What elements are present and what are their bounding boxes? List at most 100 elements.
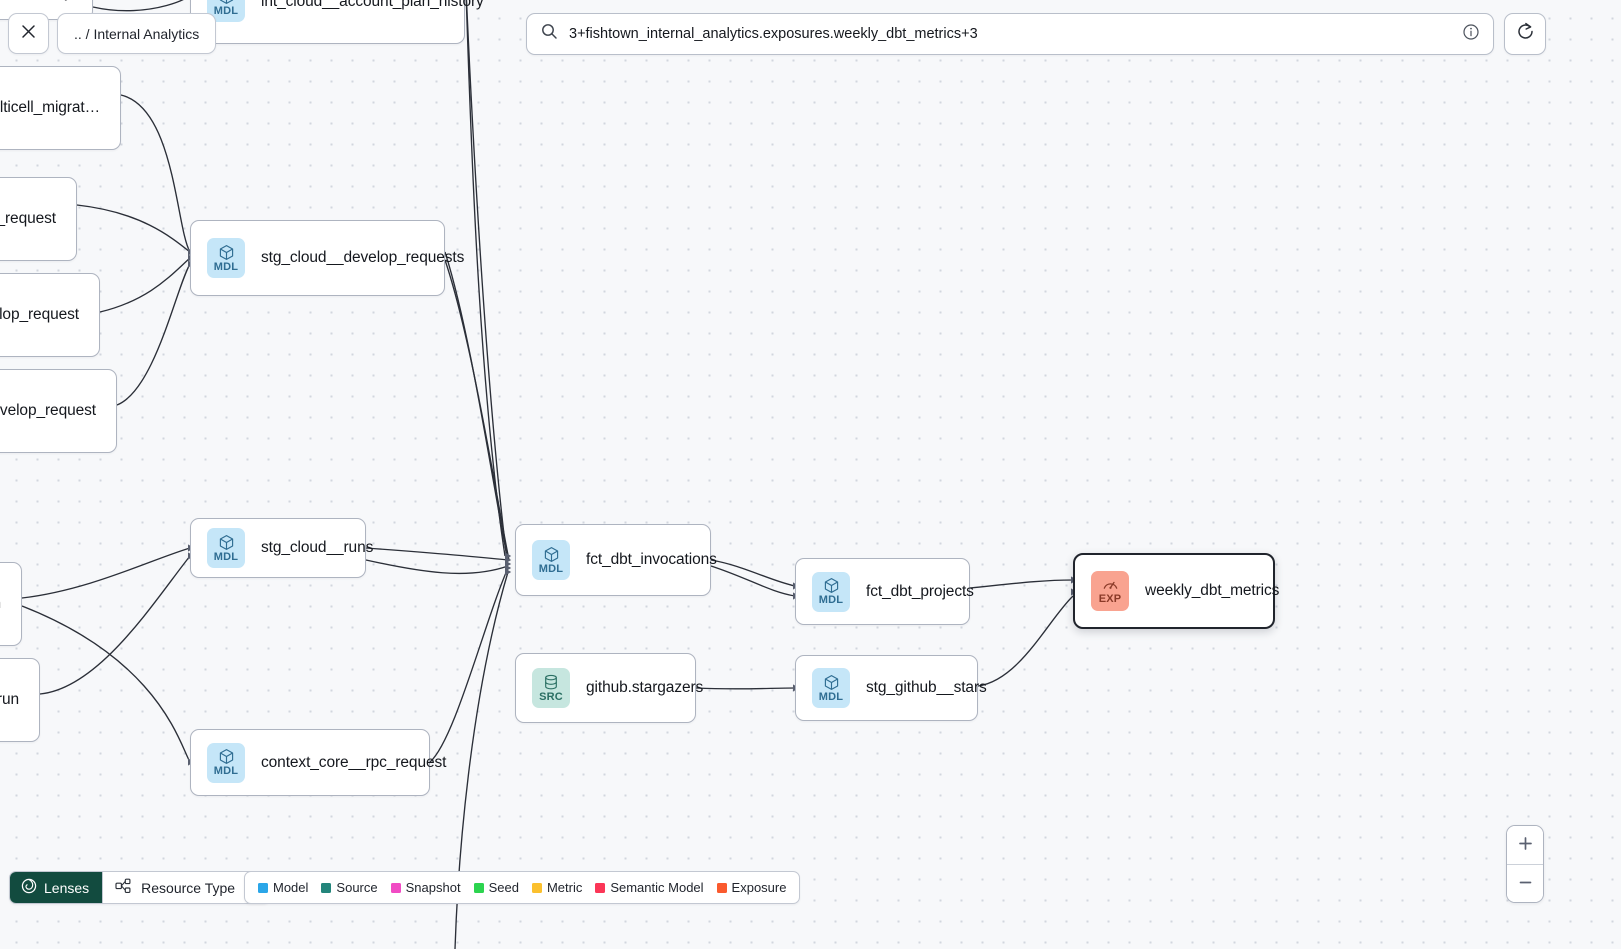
legend-item[interactable]: Seed	[473, 880, 519, 895]
plus-icon	[1518, 836, 1533, 854]
info-icon[interactable]	[1462, 23, 1480, 46]
lineage-edge	[444, 259, 510, 561]
legend-label: Semantic Model	[610, 880, 704, 895]
lens-spiral-icon	[21, 878, 37, 897]
legend-label: Exposure	[731, 880, 787, 895]
node-label: fct_dbt_projects	[866, 582, 974, 600]
cube-icon	[218, 748, 235, 765]
legend-swatch	[531, 882, 542, 893]
node-label: stg_cloud__develop_requests	[261, 249, 465, 266]
zoom-in-button[interactable]	[1507, 826, 1543, 864]
legend-swatch	[716, 882, 727, 893]
lineage-node[interactable]: MDL stg_github__stars	[795, 655, 987, 721]
resource-type-label: Resource Type	[141, 879, 236, 896]
node-type-label: SRC	[539, 690, 563, 703]
cube-icon	[823, 674, 840, 691]
node-label: stg_github__stars	[866, 679, 987, 696]
lineage-edge	[365, 559, 509, 575]
close-button[interactable]	[8, 13, 49, 54]
lineage-edge	[92, 0, 184, 12]
lineage-node[interactable]: MDL fct_dbt_invocations	[515, 524, 717, 596]
node-type-label: MDL	[213, 260, 239, 273]
lineage-node[interactable]: op_request	[0, 177, 77, 261]
lineage-edge	[76, 204, 191, 253]
lineage-edge	[710, 559, 796, 587]
lens-toolbar: Lenses Resource Type	[9, 871, 271, 904]
lineage-edge	[695, 687, 796, 690]
search-icon	[541, 23, 558, 45]
lineage-edge	[710, 565, 796, 597]
lineage-edge	[444, 251, 508, 557]
resource-nodes-icon	[115, 878, 132, 897]
resource-type-dropdown[interactable]: Resource Type	[102, 872, 270, 903]
lineage-node[interactable]: _run	[0, 658, 40, 742]
lineage-edge	[977, 595, 1074, 687]
legend-swatch	[473, 882, 484, 893]
node-label: _run	[0, 691, 19, 708]
legend-item[interactable]: Source	[321, 880, 378, 895]
node-type-label: MDL	[213, 550, 239, 563]
legend-swatch	[390, 882, 401, 893]
lineage-node[interactable]: MDL stg_cloud__runs	[190, 518, 373, 578]
node-type-badge-mdl: MDL	[207, 238, 245, 278]
edge-arrowhead	[505, 568, 512, 576]
search-input[interactable]	[569, 26, 1462, 42]
zoom-out-button[interactable]	[1507, 864, 1543, 902]
cube-icon	[218, 244, 235, 261]
node-label: op_request	[0, 210, 56, 227]
cube-icon	[218, 534, 235, 551]
edge-arrowhead	[505, 552, 512, 560]
resource-type-legend: Model Source Snapshot Seed Metric Semantic Mo…	[244, 871, 801, 904]
lineage-edge	[969, 579, 1074, 589]
node-label: _develop_request	[0, 402, 96, 419]
breadcrumb[interactable]: .. / Internal Analytics	[57, 13, 217, 54]
node-label: weekly_dbt_metrics	[1145, 582, 1280, 599]
node-type-badge-mdl: MDL	[532, 540, 570, 580]
lineage-edge	[120, 94, 191, 253]
database-icon	[543, 674, 559, 691]
legend-item[interactable]: Model	[258, 880, 308, 895]
lineage-node[interactable]: velop_request	[0, 273, 100, 357]
legend-label: Metric	[546, 880, 583, 895]
refresh-icon	[1515, 21, 1536, 47]
lineage-search-bar[interactable]	[526, 13, 1494, 55]
lenses-label: Lenses	[44, 879, 90, 896]
lineage-node[interactable]: _develop_request	[0, 369, 117, 453]
node-label: velop_request	[0, 306, 79, 323]
cube-icon	[823, 577, 840, 594]
cube-icon	[543, 546, 560, 563]
zoom-controls[interactable]	[1506, 825, 1544, 903]
close-icon	[20, 23, 37, 45]
node-type-label: MDL	[818, 690, 844, 703]
legend-item[interactable]: Snapshot	[390, 880, 461, 895]
lineage-node[interactable]: multicell_migrat…	[0, 66, 121, 150]
legend-item[interactable]: Exposure	[716, 880, 787, 895]
node-label: fct_dbt_invocations	[586, 551, 717, 568]
node-type-label: MDL	[213, 4, 239, 17]
lineage-node[interactable]: MDL stg_cloud__develop_requests	[190, 220, 464, 296]
node-label: stg_cloud__runs	[261, 539, 374, 556]
node-type-badge-mdl: MDL	[207, 0, 245, 22]
legend-item[interactable]: Semantic Model	[595, 880, 704, 895]
legend-label: Snapshot	[405, 880, 461, 895]
legend-label: Seed	[488, 880, 519, 895]
lineage-edge	[465, 0, 506, 557]
lineage-edge	[21, 547, 191, 599]
edge-arrowhead	[505, 564, 512, 572]
refresh-button[interactable]	[1504, 13, 1546, 55]
node-type-label: MDL	[538, 562, 564, 575]
lineage-edge	[465, 0, 508, 561]
lineage-node[interactable]: n	[0, 562, 22, 646]
lineage-edge	[39, 555, 191, 695]
edge-arrowhead	[505, 556, 512, 564]
legend-item[interactable]: Metric	[531, 880, 583, 895]
lenses-button[interactable]: Lenses	[10, 872, 103, 903]
edge-arrowhead	[505, 560, 512, 568]
